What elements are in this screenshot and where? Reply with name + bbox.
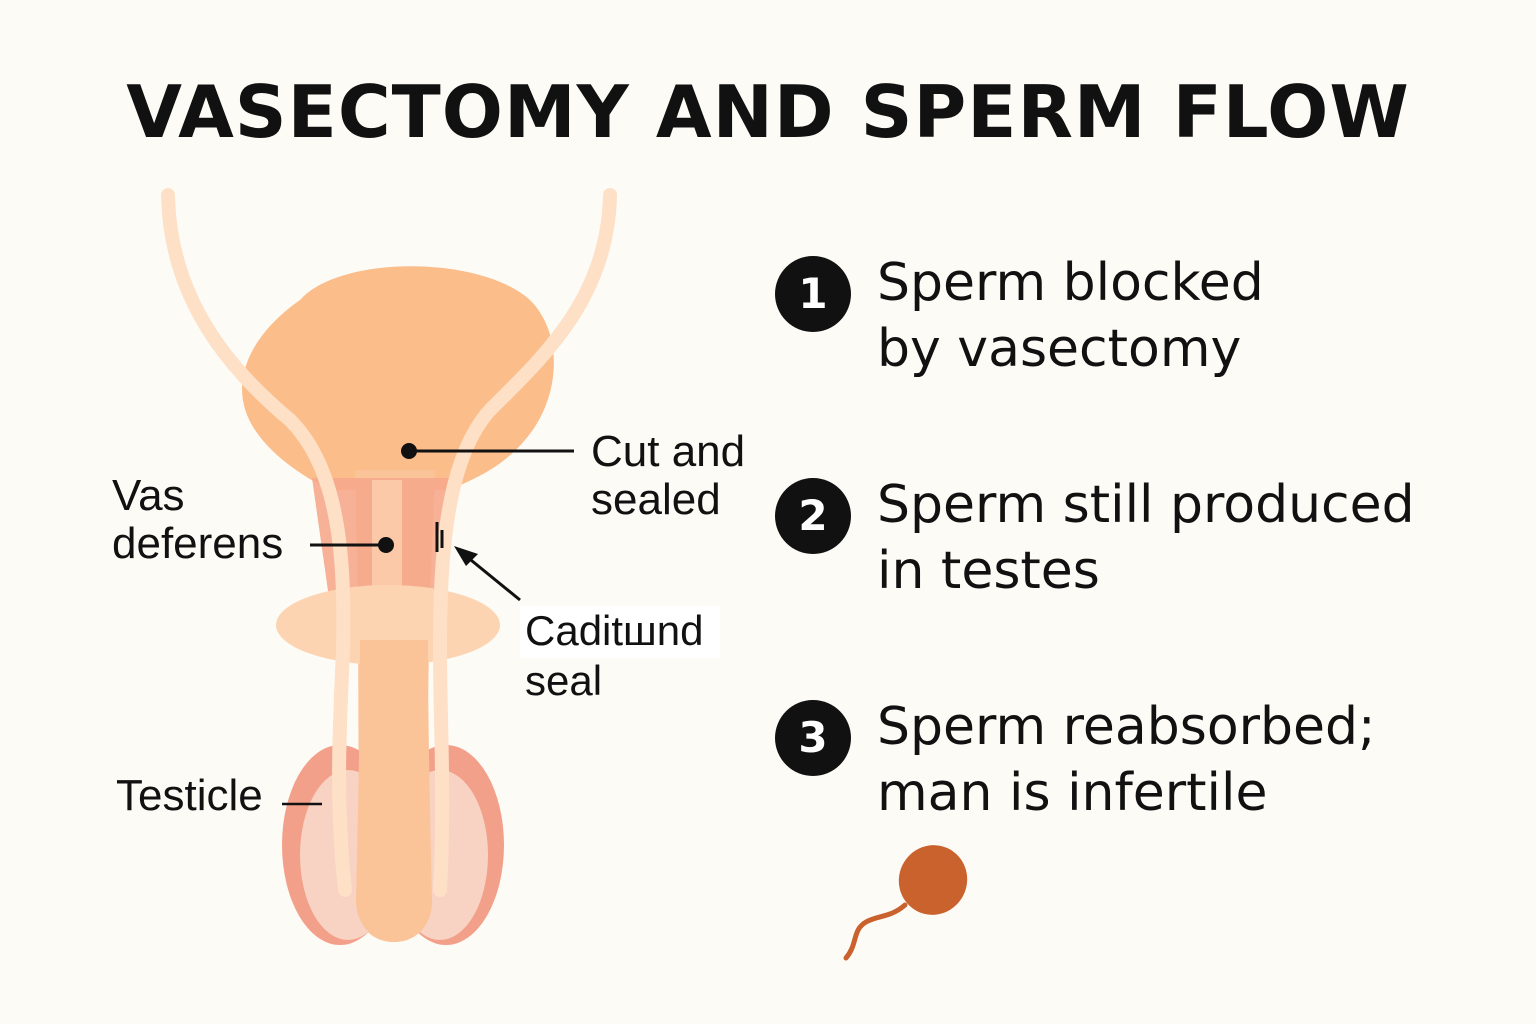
step-text: Sperm reabsorbed; man is infertile: [877, 697, 1376, 823]
shaft: [356, 640, 432, 942]
step-1: 1 Sperm blocked by vasectomy: [775, 250, 1515, 390]
label-vas-deferens: Vas deferens: [112, 471, 284, 568]
vas-deferens-left: [161, 188, 352, 897]
leader-vas-deferens: [310, 537, 394, 553]
step-text: Sperm still produced in testes: [877, 475, 1415, 601]
label-caditand-seal: Caditшnd seal: [525, 607, 704, 704]
vas-deferens-right: [432, 188, 617, 897]
bladder: [242, 266, 554, 490]
step-3: 3 Sperm reabsorbed; man is infertile: [775, 694, 1515, 834]
arrow-icon: [454, 546, 521, 602]
step-number-badge: 2: [775, 478, 851, 554]
step-number-badge: 3: [775, 700, 851, 776]
step-text: Sperm blocked by vasectomy: [877, 253, 1264, 379]
sperm-icon: [843, 845, 968, 961]
step-2: 2 Sperm still produced in testes: [775, 472, 1515, 612]
label-testicle: Testicle: [116, 771, 263, 820]
leader-cut-and-sealed: [401, 443, 574, 459]
clip-icon: [435, 522, 444, 552]
label-cut-and-sealed: Cut and sealed: [591, 427, 746, 524]
step-number-badge: 1: [775, 256, 851, 332]
label-backdrop: [520, 606, 720, 658]
page-title: VASECTOMY AND SPERM FLOW: [126, 70, 1410, 154]
